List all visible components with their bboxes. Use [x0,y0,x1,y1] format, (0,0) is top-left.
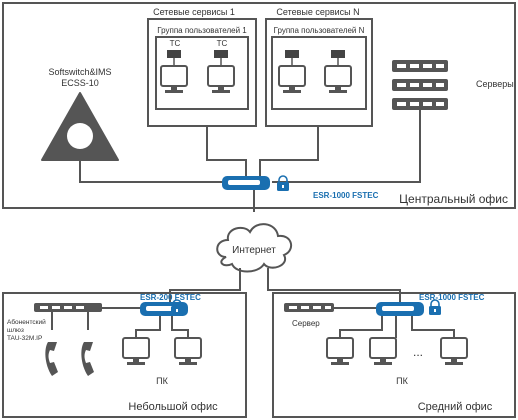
monitor-icon [278,65,306,94]
small-office-links [51,307,189,338]
monitor-icon [324,65,352,94]
monitor-icon [160,65,188,94]
servers-icon [392,60,448,110]
thin-client-icon [331,50,345,58]
central-office-frame [2,2,516,209]
net-service-n-inner [271,36,367,110]
small-router-label: ESR-200 FSTEC [140,293,201,302]
central-router-label: ESR-1000 FSTEC [313,191,379,200]
internet-links [169,268,401,304]
central-links [79,110,421,212]
softswitch-model: ECSS-10 [61,78,99,88]
monitor-icon [174,337,202,366]
central-router-icon [222,176,270,190]
lock-icon [428,299,442,316]
small-office-frame [2,292,247,418]
small-office-label: Небольшой офис [128,401,218,413]
net-service-1-group: Группа пользователей 1 [157,26,247,35]
gateway-label-3: TAU-32M.IP [7,335,42,342]
central-office-label: Центральный офис [399,192,508,206]
gateway-label-2: шлюз [7,327,24,334]
thin-client-icon [167,50,181,58]
monitor-icon [326,337,354,366]
medium-router-icon [376,302,424,316]
net-service-n-title: Сетевые сервисы N [276,7,359,17]
thin-client-icon [214,50,228,58]
phone-icon [45,342,58,376]
ts-label-left: ТС [170,39,181,48]
net-service-1-title: Сетевые сервисы 1 [153,7,235,17]
medium-server-icon [284,303,334,312]
monitor-icon [440,337,468,366]
medium-office-frame [272,292,516,418]
medium-ellipsis: ... [413,345,423,359]
monitor-icon [369,337,397,366]
monitor-icon [122,337,150,366]
medium-server-label: Сервер [292,319,320,328]
internet-label: Интернет [232,245,276,256]
softswitch-icon [41,92,119,161]
medium-pc-label: ПК [396,376,408,386]
ts-label-right: ТС [217,39,228,48]
phone-icon [81,342,94,376]
softswitch-label: Softswitch&IMS [48,67,111,77]
medium-router-label: ESR-1000 FSTEC [419,293,485,302]
gateway-icon [34,303,102,312]
gateway-label-1: Абонентский [7,318,46,326]
thin-client-icon [285,50,299,58]
monitor-icon [207,65,235,94]
net-service-1-inner [155,36,249,110]
internet-cloud-icon [216,223,293,273]
net-service-1-box [147,18,257,127]
servers-label: Серверы [476,79,514,89]
medium-office-links [334,307,455,338]
small-pc-label: ПК [156,376,168,386]
net-service-n-group: Группа пользователей N [274,26,365,35]
lock-icon [276,175,290,192]
medium-office-label: Средний офис [418,401,493,413]
